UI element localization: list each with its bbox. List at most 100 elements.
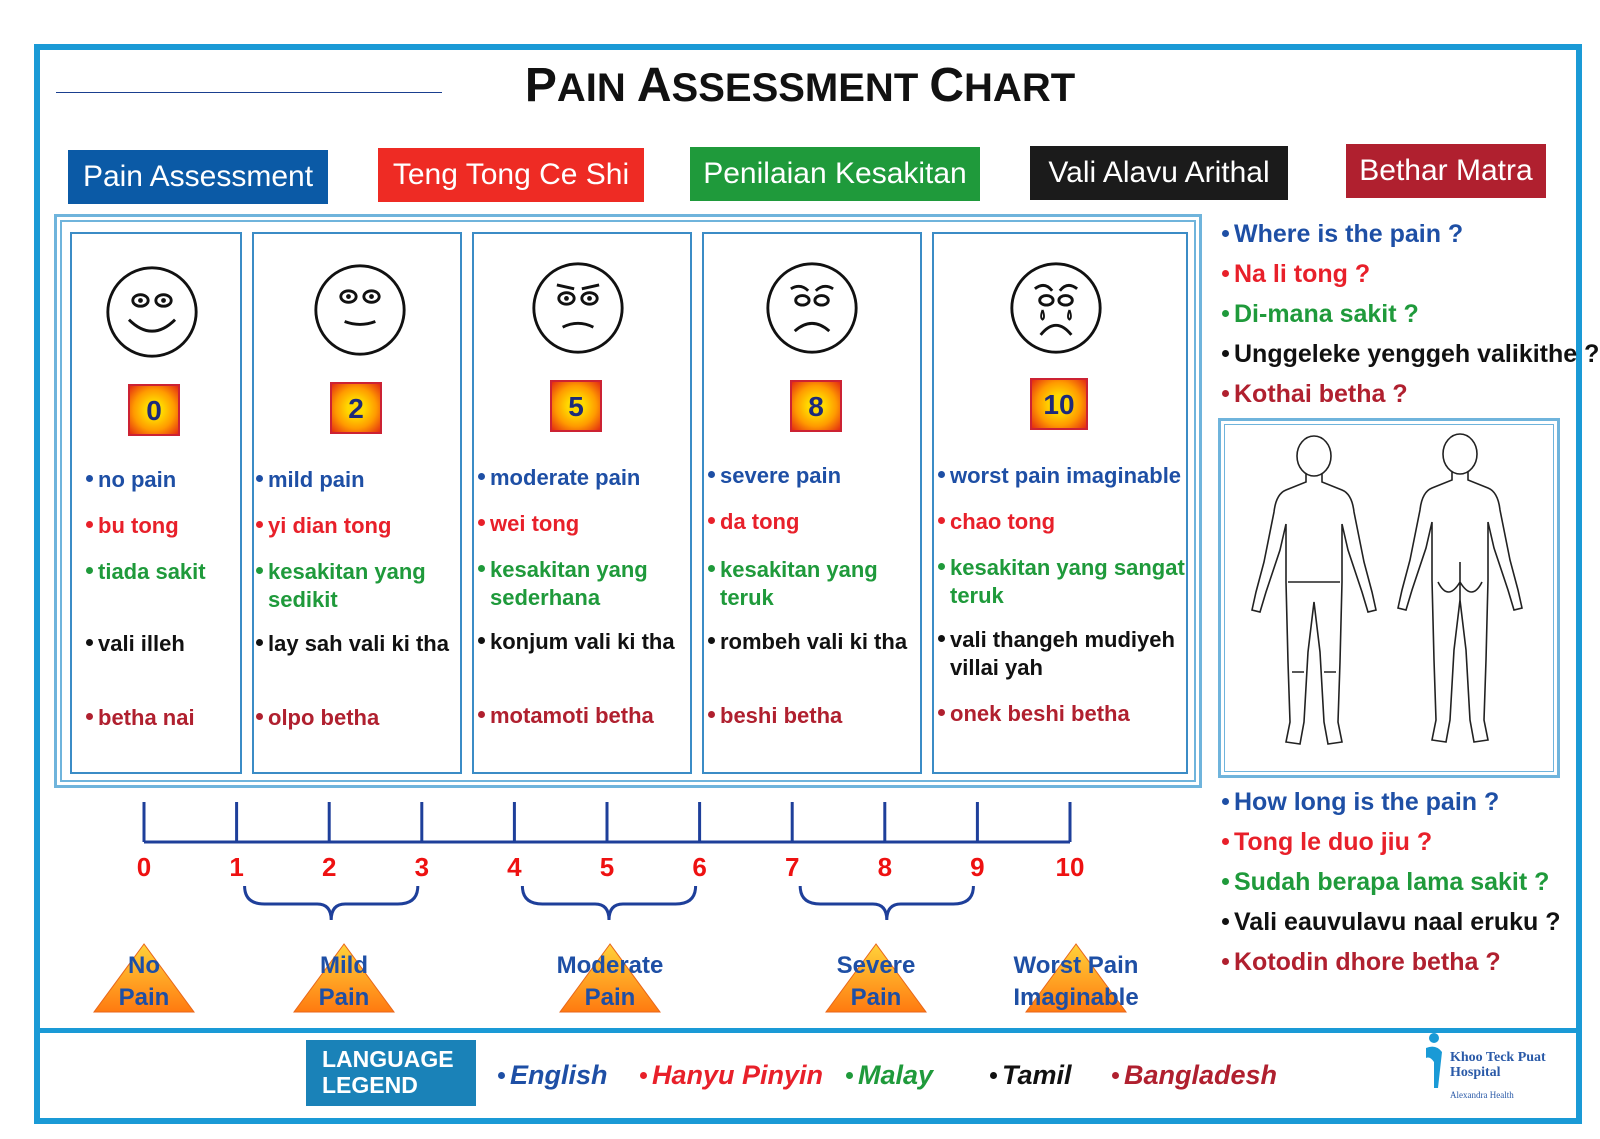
question-how_long-pinyin: Tong le duo jiu ?: [1222, 828, 1432, 857]
question-text: Kotodin dhore betha ?: [1234, 948, 1501, 976]
bullet-icon: [1222, 310, 1229, 317]
scale-label-text: motamoti betha: [490, 703, 654, 728]
bullet-icon: [938, 635, 945, 642]
question-where-bangla: Kothai betha ?: [1222, 380, 1408, 409]
scale-label-text: olpo betha: [268, 705, 380, 730]
scale-label-malay2-10: teruk: [938, 582, 1004, 609]
scale-label-bangla-10: onek beshi betha: [938, 700, 1130, 727]
ruler-tick-label: 5: [599, 852, 615, 882]
smile-face-icon: [106, 266, 198, 358]
crying-face-icon: [1010, 262, 1102, 354]
scale-label-tamil2-10: villai yah: [938, 654, 1043, 681]
question-where-english: Where is the pain ?: [1222, 220, 1463, 249]
page-title: PAIN ASSESSMENT CHART: [524, 59, 1076, 112]
scale-label-english-2: mild pain: [256, 466, 365, 493]
question-text: Sudah berapa lama sakit ?: [1234, 868, 1550, 896]
question-how_long-malay: Sudah berapa lama sakit ?: [1222, 868, 1549, 897]
scale-label-bangla-2: olpo betha: [256, 704, 379, 731]
legend-item-label: Malay: [858, 1060, 934, 1090]
chart-frame: [34, 44, 1582, 1124]
category-triangle-icon: [559, 943, 661, 1013]
bullet-icon: [708, 517, 715, 524]
bullet-icon: [938, 563, 945, 570]
bullet-icon: [1222, 390, 1229, 397]
ruler-tick-label: 10: [1055, 852, 1085, 882]
bullet-icon: [1112, 1072, 1119, 1079]
scale-label-english-10: worst pain imaginable: [938, 462, 1181, 489]
scale-label-tamil-5: konjum vali ki tha: [478, 628, 675, 655]
scale-label-text: tiada sakit: [98, 559, 206, 584]
hospital-logo-subtext: Alexandra Health: [1450, 1090, 1514, 1100]
bullet-icon: [708, 711, 715, 718]
bullet-icon: [938, 709, 945, 716]
bullet-icon: [708, 565, 715, 572]
bullet-icon: [478, 565, 485, 572]
question-text: Kothai betha ?: [1234, 380, 1408, 408]
legend-item-malay: Malay: [846, 1060, 933, 1091]
scale-label-tamil-10: vali thangeh mudiyeh: [938, 626, 1175, 653]
language-legend-bar: [40, 1028, 1576, 1120]
scale-label-text: kesakitan yang: [720, 557, 878, 582]
scale-label-text: da tong: [720, 509, 800, 534]
scale-label-pinyin-0: bu tong: [86, 512, 179, 539]
scale-label-bangla-0: betha nai: [86, 704, 195, 731]
scale-label-text: teruk: [950, 583, 1004, 608]
bullet-icon: [1222, 918, 1229, 925]
scale-label-tamil-2: lay sah vali ki tha: [256, 630, 449, 657]
bullet-icon: [256, 713, 263, 720]
bullet-icon: [708, 637, 715, 644]
question-text: Di-mana sakit ?: [1234, 300, 1419, 328]
scale-label-pinyin-10: chao tong: [938, 508, 1055, 535]
scale-column-5: [472, 232, 692, 774]
scale-label-text: chao tong: [950, 509, 1056, 534]
scale-label-text: konjum vali ki tha: [490, 629, 675, 654]
question-where-malay: Di-mana sakit ?: [1222, 300, 1419, 329]
scale-panel-inner: [60, 220, 1196, 782]
range-brace: [798, 885, 975, 921]
scale-label-pinyin-8: da tong: [708, 508, 799, 535]
scale-label-text: moderate pain: [490, 465, 641, 490]
scale-label-malay-10: kesakitan yang sangat: [938, 554, 1185, 581]
scale-label-bangla-5: motamoti betha: [478, 702, 654, 729]
score-box-0: 0: [128, 384, 180, 436]
bullet-icon: [1222, 270, 1229, 277]
bullet-icon: [256, 521, 263, 528]
bullet-icon: [640, 1072, 647, 1079]
header-bethar-matra: Bethar Matra: [1346, 144, 1546, 198]
pain-category-line2: Pain: [850, 984, 902, 1011]
bullet-icon: [86, 639, 93, 646]
scale-label-pinyin-2: yi dian tong: [256, 512, 391, 539]
scale-label-text: sederhana: [490, 585, 601, 610]
legend-item-english: English: [498, 1060, 608, 1091]
bullet-icon: [846, 1072, 853, 1079]
ruler-tick-label: 1: [229, 852, 244, 882]
pain-category-line1: Moderate: [556, 952, 664, 979]
slight-smile-face-icon: [314, 264, 406, 356]
legend-item-label: Tamil: [1002, 1060, 1072, 1090]
bullet-icon: [256, 475, 263, 482]
person-logo-icon: [1426, 1033, 1442, 1088]
scale-label-text: mild pain: [268, 467, 365, 492]
scale-label-text: rombeh vali ki tha: [720, 629, 908, 654]
bullet-icon: [1222, 230, 1229, 237]
question-how_long-english: How long is the pain ?: [1222, 788, 1499, 817]
bullet-icon: [708, 471, 715, 478]
pain-category-line2: Pain: [318, 984, 370, 1011]
scale-column-8: [702, 232, 922, 774]
header-pain-assessment: Pain Assessment: [68, 150, 328, 204]
bullet-icon: [1222, 798, 1229, 805]
pain-category-line2: Pain: [118, 984, 170, 1011]
scale-panel-outer: [54, 214, 1202, 788]
category-triangle-icon: [1025, 943, 1127, 1013]
scale-label-tamil-0: vali illeh: [86, 630, 185, 657]
scale-label-tamil-8: rombeh vali ki tha: [708, 628, 907, 655]
scale-label-text: severe pain: [720, 463, 842, 488]
scale-label-text: villai yah: [950, 655, 1043, 680]
question-text: Tong le duo jiu ?: [1234, 828, 1433, 856]
score-box-2: 2: [330, 382, 382, 434]
hospital-logo-text: Khoo Teck Puat Hospital: [1450, 1050, 1546, 1080]
pain-category-line1: No: [128, 952, 160, 979]
